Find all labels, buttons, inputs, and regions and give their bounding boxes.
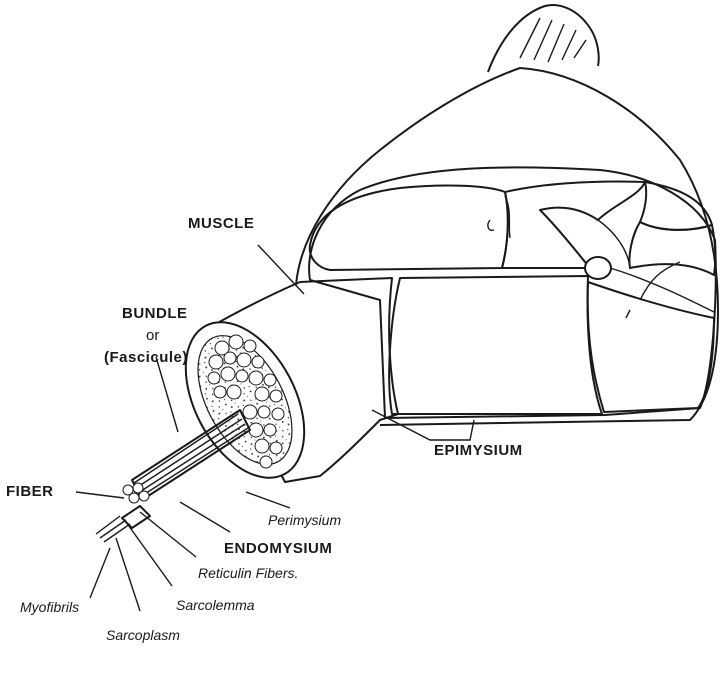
label-perimysium: Perimysium	[268, 512, 341, 528]
label-epimysium: EPIMYSIUM	[434, 442, 523, 459]
label-reticulin-fibers: Reticulin Fibers.	[198, 565, 298, 581]
fascicle-compartment-upper	[310, 185, 510, 270]
label-or: or	[146, 327, 159, 344]
label-sarcoplasm: Sarcoplasm	[106, 627, 180, 643]
label-sarcolemma: Sarcolemma	[176, 597, 255, 613]
label-fiber: FIBER	[6, 483, 54, 500]
label-muscle: MUSCLE	[188, 215, 254, 232]
label-bundle: BUNDLE	[122, 305, 188, 322]
label-myofibrils: Myofibrils	[20, 599, 79, 615]
label-fascicule: (Fascicule)	[104, 349, 188, 366]
fascicle-compartment-lower-right	[588, 262, 714, 412]
bone-tip	[488, 5, 599, 72]
label-endomysium: ENDOMYSIUM	[224, 540, 332, 557]
fascicle-compartment-lower-middle	[389, 276, 602, 414]
